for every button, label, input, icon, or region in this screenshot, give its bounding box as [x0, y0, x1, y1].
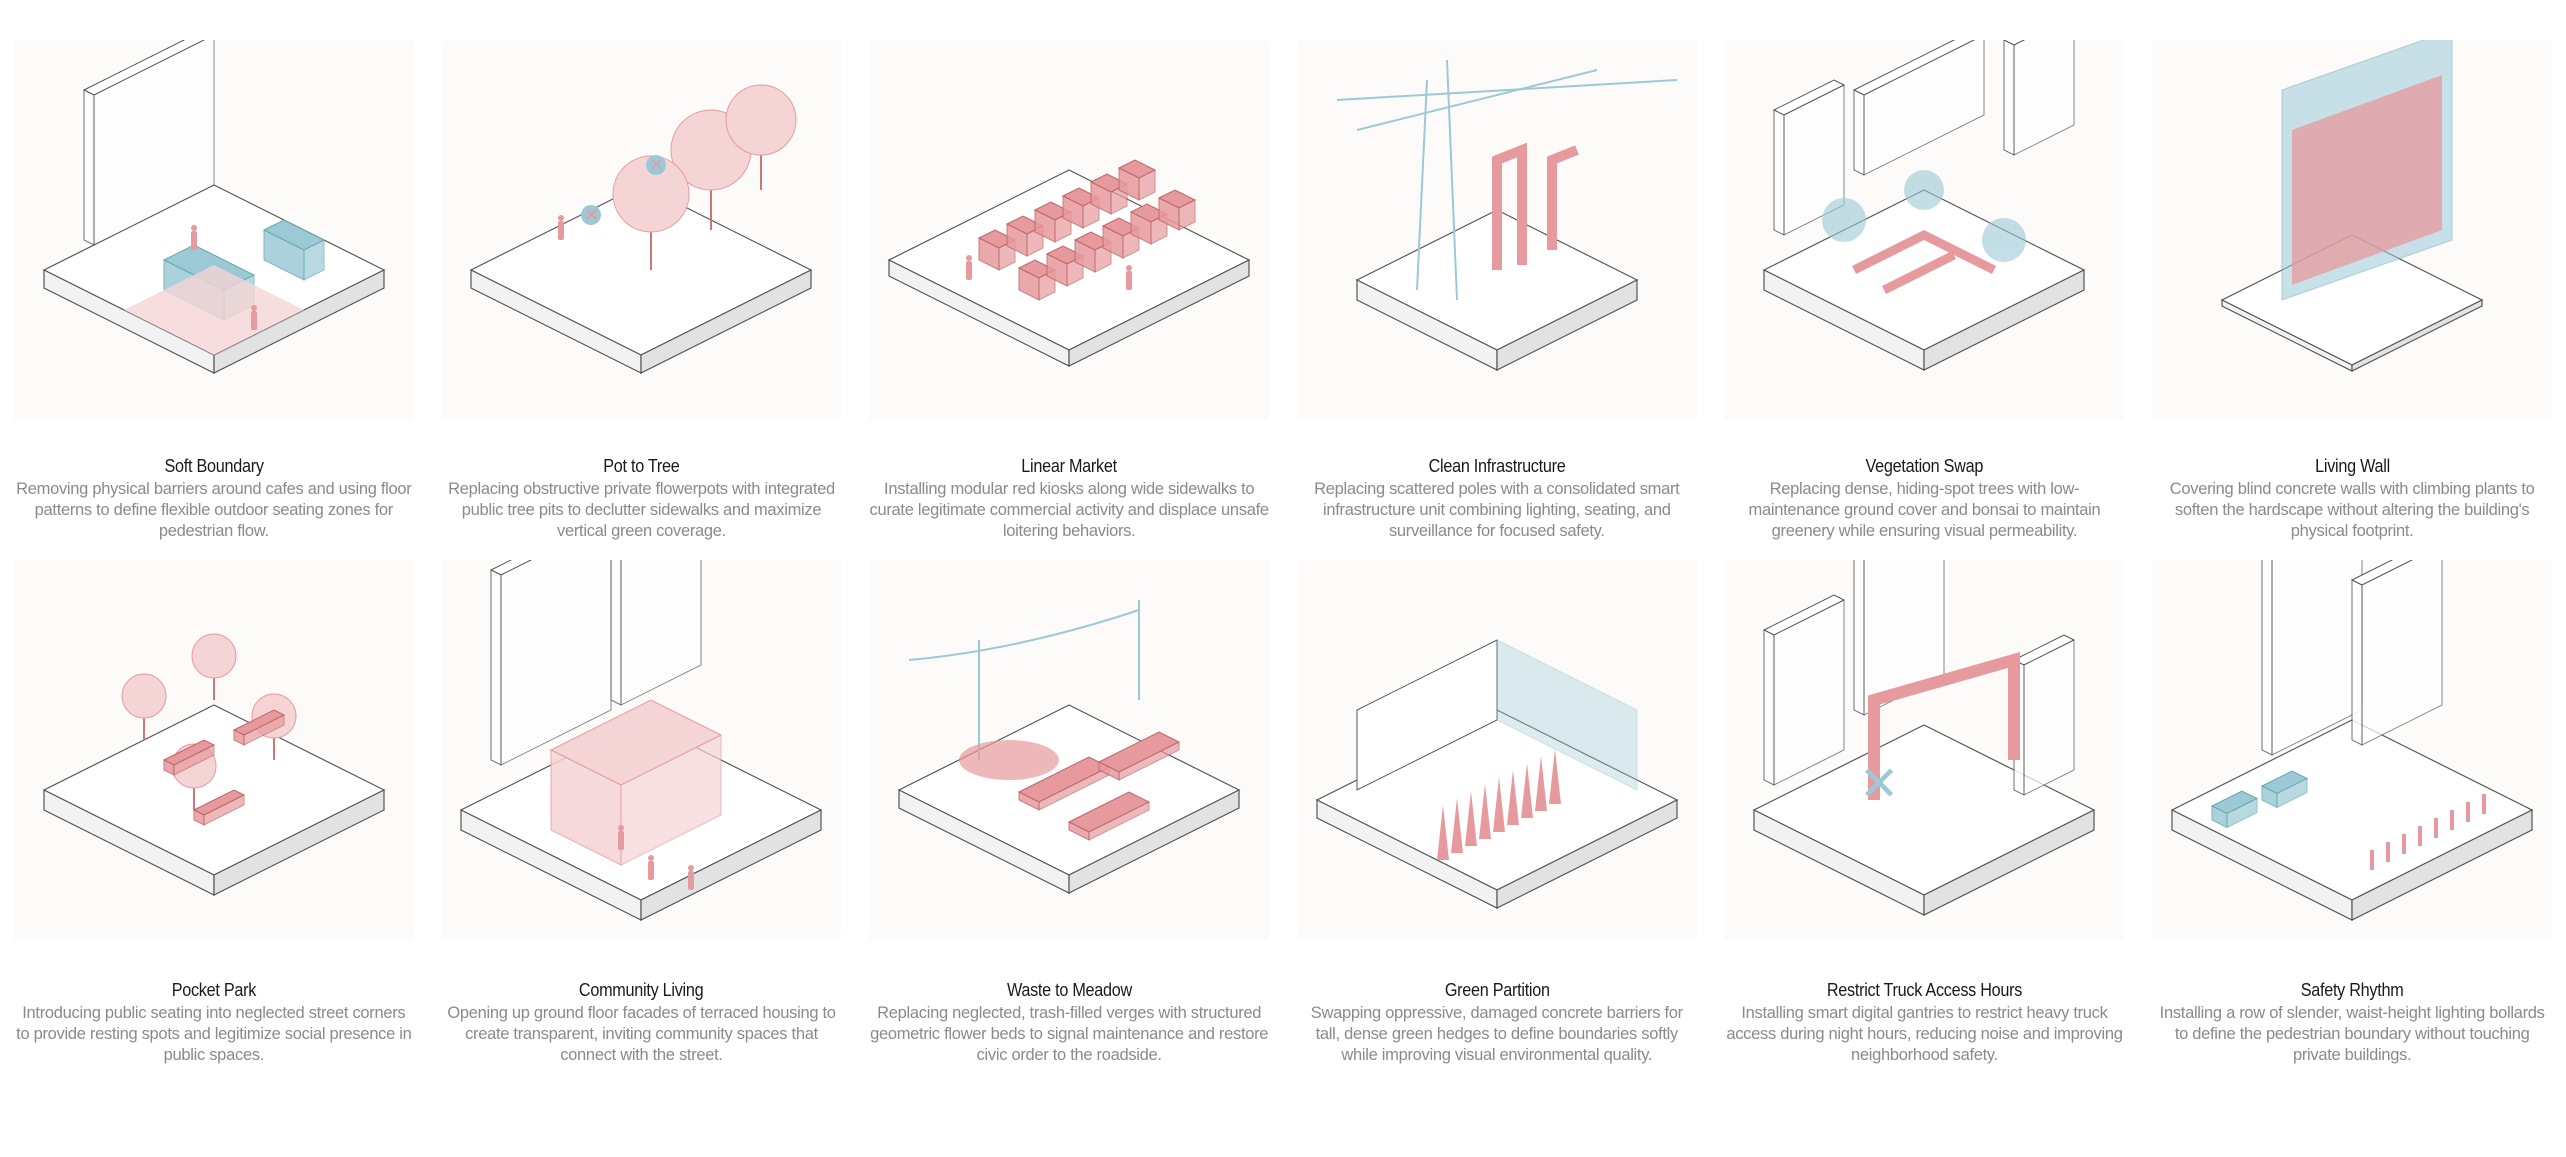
- strategy-description: Opening up ground floor facades of terra…: [447, 1004, 836, 1064]
- strategy-card: Safety Rhythm Installing a row of slende…: [2138, 560, 2566, 1066]
- vegetation-swap-illustration: [1724, 40, 2125, 420]
- pot-to-tree-illustration: ✕✕: [441, 40, 842, 420]
- linear-market-illustration: [869, 40, 1270, 420]
- strategy-description: Swapping oppressive, damaged concrete ba…: [1310, 1004, 1683, 1064]
- strategy-title: Vegetation Swap: [1865, 456, 1984, 476]
- strategy-description: Installing modular red kiosks along wide…: [869, 480, 1270, 540]
- restrict-truck-illustration: ✕: [1724, 560, 2125, 940]
- strategy-description: Replacing obstructive private flowerpots…: [448, 480, 835, 540]
- strategy-card: ✕ Restrict Truck Access Hours Installing…: [1711, 560, 2139, 1066]
- strategy-row-1: Soft Boundary Removing physical barriers…: [0, 40, 2566, 542]
- strategy-title: Clean Infrastructure: [1428, 456, 1566, 476]
- svg-text:✕: ✕: [649, 155, 664, 175]
- strategy-title: Pocket Park: [171, 980, 257, 1000]
- strategy-title: Green Partition: [1444, 980, 1550, 1000]
- clean-infrastructure-illustration: [1296, 40, 1697, 420]
- strategy-card: ✕✕ Pot to Tree Replacing obstructive pri…: [428, 40, 856, 542]
- strategy-card: Vegetation Swap Replacing dense, hiding-…: [1711, 40, 2139, 542]
- soft-boundary-illustration: [13, 40, 414, 420]
- strategy-title: Community Living: [579, 980, 704, 1000]
- strategy-card: Soft Boundary Removing physical barriers…: [0, 40, 428, 542]
- strategy-card: Pocket Park Introducing public seating i…: [0, 560, 428, 1066]
- strategy-description: Installing smart digital gantries to res…: [1726, 1004, 2123, 1064]
- svg-text:✕: ✕: [584, 205, 599, 225]
- svg-text:✕: ✕: [1859, 758, 1899, 811]
- living-wall-illustration: [2152, 40, 2553, 420]
- strategy-description: Installing a row of slender, waist-heigh…: [2159, 1004, 2545, 1064]
- pocket-park-illustration: [13, 560, 414, 940]
- strategy-card: Waste to Meadow Replacing neglected, tra…: [855, 560, 1283, 1066]
- safety-rhythm-illustration: [2152, 560, 2553, 940]
- strategy-card: Linear Market Installing modular red kio…: [855, 40, 1283, 542]
- strategy-card: Clean Infrastructure Replacing scattered…: [1283, 40, 1711, 542]
- strategy-card: Community Living Opening up ground floor…: [428, 560, 856, 1066]
- strategy-description: Introducing public seating into neglecte…: [16, 1004, 412, 1064]
- strategy-card: Green Partition Swapping oppressive, dam…: [1283, 560, 1711, 1066]
- strategy-card: Living Wall Covering blind concrete wall…: [2138, 40, 2566, 542]
- strategy-title: Living Wall: [2314, 456, 2390, 476]
- green-partition-illustration: [1296, 560, 1697, 940]
- strategy-description: Replacing dense, hiding-spot trees with …: [1748, 480, 2101, 540]
- community-living-illustration: [441, 560, 842, 940]
- strategy-title: Safety Rhythm: [2300, 980, 2404, 1000]
- strategy-title: Soft Boundary: [164, 456, 264, 476]
- waste-to-meadow-illustration: [869, 560, 1270, 940]
- strategy-description: Removing physical barriers around cafes …: [16, 480, 412, 540]
- strategy-title: Restrict Truck Access Hours: [1826, 980, 2023, 1000]
- strategy-description: Replacing neglected, trash-filled verges…: [870, 1004, 1269, 1064]
- strategy-title: Linear Market: [1021, 456, 1117, 476]
- strategy-title: Pot to Tree: [603, 456, 680, 476]
- strategy-description: Covering blind concrete walls with climb…: [2169, 480, 2535, 540]
- strategy-row-2: Pocket Park Introducing public seating i…: [0, 560, 2566, 1066]
- strategy-description: Replacing scattered poles with a consoli…: [1314, 480, 1680, 540]
- strategy-title: Waste to Meadow: [1006, 980, 1132, 1000]
